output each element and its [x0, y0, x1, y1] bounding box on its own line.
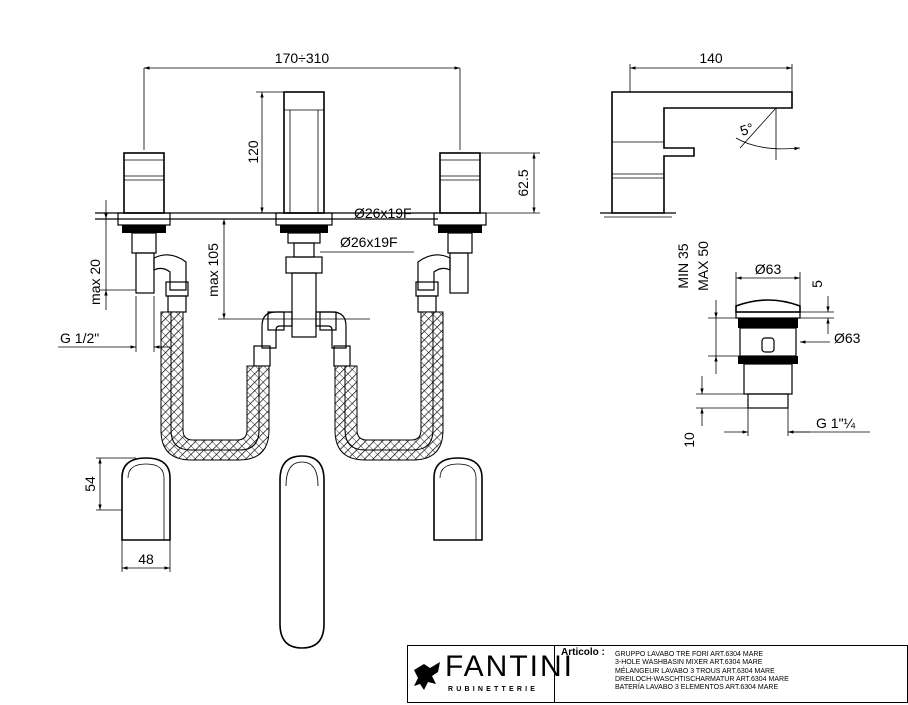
- plan-view: 54 48: [82, 455, 483, 649]
- article-line: 3-HOLE WASHBASIN MIXER ART.6304 MARE: [615, 659, 763, 667]
- brand-subtitle: RUBINETTERIE: [448, 686, 539, 693]
- brand-logo-mark: [414, 662, 440, 690]
- article-line: GRUPPO LAVABO TRE FORI ART.6304 MARE: [615, 651, 764, 658]
- hole-dia-center-label: Ø26x19F: [340, 234, 398, 250]
- side-max-label: max 20: [87, 259, 103, 305]
- article-lines: GRUPPO LAVABO TRE FORI ART.6304 MARE 3-H…: [615, 651, 789, 692]
- brand-name: FANTINI: [445, 650, 575, 683]
- waste-valve: Ø63 5 Ø63 MIN 35 MAX 50 10 G 1"¼: [675, 241, 870, 448]
- waste-cap-label: 5: [809, 280, 825, 288]
- front-elevation: 170÷310 120 62.5 Ø26x19F Ø26x19F max 20: [58, 50, 540, 461]
- dimension-side-max: max 20: [87, 200, 136, 310]
- title-block-brand-cell: [407, 645, 555, 703]
- center-spout: [253, 91, 351, 367]
- braided-hoses: [160, 311, 444, 461]
- article-line: DREILOCH-WASCHTISCHARMATUR ART.6304 MARE: [615, 675, 789, 683]
- right-handle: [415, 152, 487, 313]
- inlet-label: G 1/2": [60, 330, 99, 346]
- dimension-handle-height: 62.5: [480, 152, 540, 213]
- article-label: Articolo :: [561, 647, 605, 658]
- dimension-inlet: G 1/2": [58, 296, 170, 352]
- spout-angle-label: 5°: [738, 119, 756, 138]
- waste-dia-top-label: Ø63: [755, 261, 782, 277]
- dimension-center-max: max 105: [205, 219, 370, 320]
- spout-height-label: 120: [245, 140, 261, 164]
- waste-bottom-label: 10: [681, 432, 697, 448]
- countertop: [95, 212, 540, 220]
- side-width-label: 140: [699, 50, 723, 66]
- article-line: BATERÍA LAVABO 3 ELEMENTOS ART.6304 MARE: [615, 684, 779, 692]
- waste-min-label: MIN 35: [675, 243, 691, 288]
- dimension-width-range: 170÷310: [143, 50, 461, 150]
- article-line: MÉLANGEUR LAVABO 3 TROUS ART.6304 MARE: [615, 667, 775, 675]
- side-elevation: 5° 140: [600, 50, 801, 218]
- plan-height-label: 54: [82, 476, 98, 492]
- waste-thread-label: G 1"¼: [816, 415, 856, 431]
- center-max-label: max 105: [205, 243, 221, 297]
- left-handle: [117, 152, 189, 313]
- plan-width-label: 48: [138, 551, 154, 567]
- width-range-label: 170÷310: [275, 50, 330, 66]
- dimension-spout-height: 120: [245, 91, 284, 213]
- waste-dia-side-label: Ø63: [834, 330, 861, 346]
- hole-dia-top-label: Ø26x19F: [354, 205, 412, 221]
- waste-max-label: MAX 50: [695, 241, 711, 291]
- handle-height-label: 62.5: [515, 169, 531, 196]
